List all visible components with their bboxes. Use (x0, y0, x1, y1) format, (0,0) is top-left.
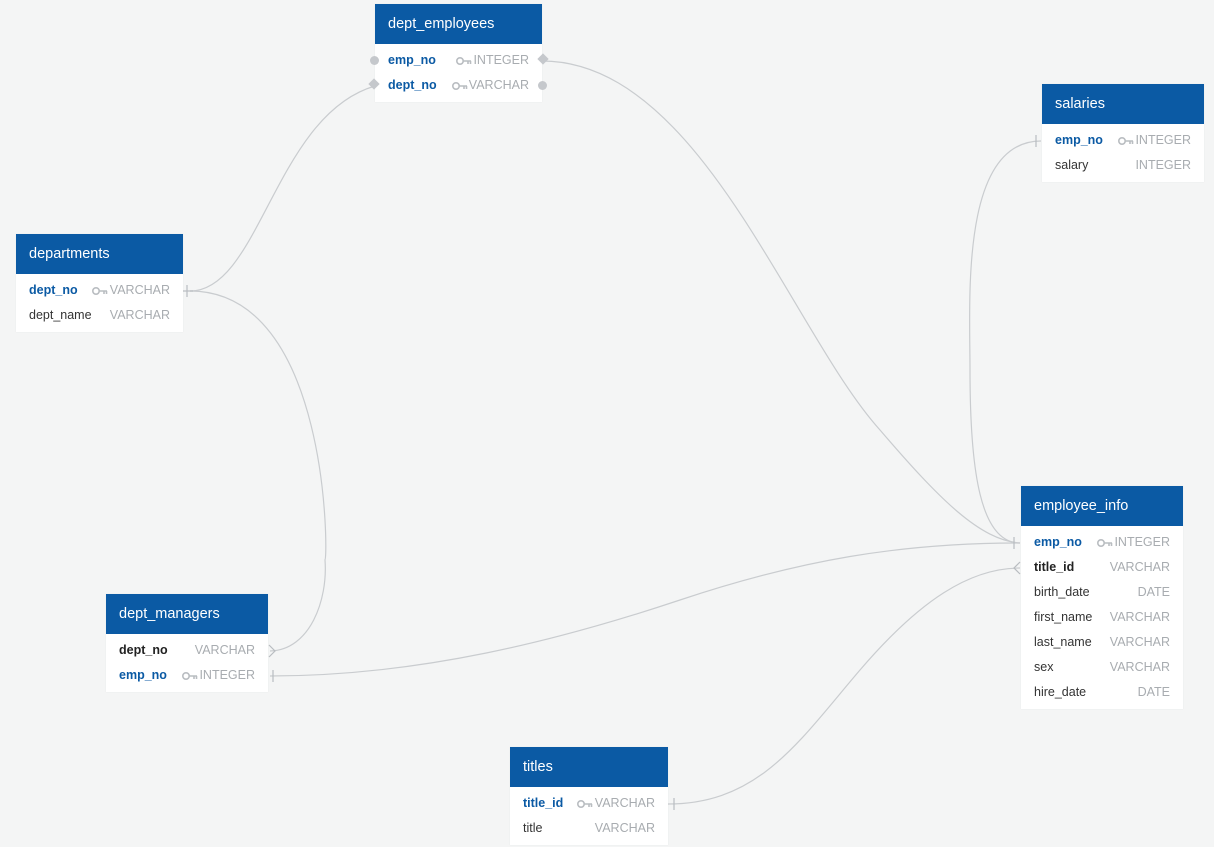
table-title[interactable]: titles (510, 747, 668, 787)
column-name: hire_date (1034, 685, 1087, 699)
key-icon (452, 82, 468, 90)
table-salaries[interactable]: salaries emp_no INTEGER salary INTEGER (1042, 84, 1204, 182)
key-icon (1118, 137, 1134, 145)
column-name: dept_name (29, 308, 92, 322)
link-dept-employees-employee-info[interactable] (541, 60, 1021, 544)
column-row-hire-date[interactable]: hire_date DATE (1021, 680, 1183, 705)
column-row-salary[interactable]: salary INTEGER (1042, 153, 1204, 178)
column-type: INTEGER (1135, 133, 1191, 147)
column-row-emp-no[interactable]: emp_no INTEGER (1021, 530, 1183, 555)
column-name: dept_no (29, 283, 78, 297)
column-name: sex (1034, 660, 1054, 674)
dot-icon (370, 56, 379, 65)
column-row-dept-no[interactable]: dept_no VARCHAR (16, 278, 183, 303)
column-name: emp_no (119, 668, 167, 682)
column-name: title (523, 821, 543, 835)
column-name: salary (1055, 158, 1089, 172)
column-row-title[interactable]: title VARCHAR (510, 816, 668, 841)
column-type: VARCHAR (1109, 610, 1170, 624)
column-name: emp_no (388, 53, 436, 67)
column-row-emp-no[interactable]: emp_no INTEGER (106, 663, 268, 688)
column-name: dept_no (388, 78, 437, 92)
table-title[interactable]: departments (16, 234, 183, 274)
column-type: VARCHAR (1109, 635, 1170, 649)
key-icon (182, 672, 198, 680)
many-marker-icon (268, 644, 276, 658)
column-row-sex[interactable]: sex VARCHAR (1021, 655, 1183, 680)
column-name: dept_no (119, 643, 168, 657)
column-type: INTEGER (1114, 535, 1170, 549)
key-icon (92, 287, 108, 295)
column-row-dept-no[interactable]: dept_no VARCHAR (106, 638, 268, 663)
column-row-title-id[interactable]: title_id VARCHAR (510, 791, 668, 816)
column-name: emp_no (1034, 535, 1082, 549)
dot-icon (538, 81, 547, 90)
column-type: VARCHAR (109, 308, 170, 322)
table-dept-managers[interactable]: dept_managers dept_no VARCHAR emp_no INT… (106, 594, 268, 692)
column-name: title_id (523, 796, 564, 810)
column-type: DATE (1137, 585, 1170, 599)
key-icon (1097, 539, 1113, 547)
table-title[interactable]: employee_info (1021, 486, 1183, 526)
many-marker-icon (1013, 561, 1021, 575)
link-departments-dept-managers[interactable] (189, 290, 327, 652)
column-type: DATE (1137, 685, 1170, 699)
column-type: VARCHAR (594, 821, 655, 835)
table-employee-info[interactable]: employee_info emp_no INTEGER title_id VA… (1021, 486, 1183, 709)
column-type: INTEGER (473, 53, 529, 67)
column-row-title-id[interactable]: title_id VARCHAR (1021, 555, 1183, 580)
column-row-birth-date[interactable]: birth_date DATE (1021, 580, 1183, 605)
column-type: VARCHAR (468, 78, 529, 92)
table-title[interactable]: salaries (1042, 84, 1204, 124)
column-row-emp-no[interactable]: emp_no INTEGER (370, 48, 549, 73)
table-departments[interactable]: departments dept_no VARCHAR dept_name VA… (16, 234, 183, 332)
column-type: INTEGER (199, 668, 255, 682)
column-type: VARCHAR (1109, 560, 1170, 574)
table-dept-employees[interactable]: dept_employees emp_no INTEGER dept_no VA… (368, 4, 549, 102)
key-icon (456, 57, 472, 65)
column-type: VARCHAR (194, 643, 255, 657)
table-title[interactable]: dept_managers (106, 594, 268, 634)
column-name: first_name (1034, 610, 1093, 624)
column-row-last-name[interactable]: last_name VARCHAR (1021, 630, 1183, 655)
key-icon (577, 800, 593, 808)
column-type: INTEGER (1135, 158, 1191, 172)
link-departments-dept-employees[interactable] (189, 85, 376, 292)
column-name: last_name (1034, 635, 1092, 649)
column-row-emp-no[interactable]: emp_no INTEGER (1042, 128, 1204, 153)
column-type: VARCHAR (594, 796, 655, 810)
link-salaries-employee-info[interactable] (969, 140, 1042, 544)
column-name: birth_date (1034, 585, 1090, 599)
column-type: VARCHAR (1109, 660, 1170, 674)
column-name: emp_no (1055, 133, 1103, 147)
table-title[interactable]: dept_employees (375, 4, 542, 44)
column-row-dept-name[interactable]: dept_name VARCHAR (16, 303, 183, 328)
column-name: title_id (1034, 560, 1075, 574)
table-titles[interactable]: titles title_id VARCHAR title VARCHAR (510, 747, 668, 845)
column-type: VARCHAR (109, 283, 170, 297)
link-dept-managers-employee-info[interactable] (269, 542, 1021, 677)
column-row-dept-no[interactable]: dept_no VARCHAR (368, 73, 547, 98)
link-titles-employee-info[interactable] (667, 567, 1021, 805)
column-row-first-name[interactable]: first_name VARCHAR (1021, 605, 1183, 630)
